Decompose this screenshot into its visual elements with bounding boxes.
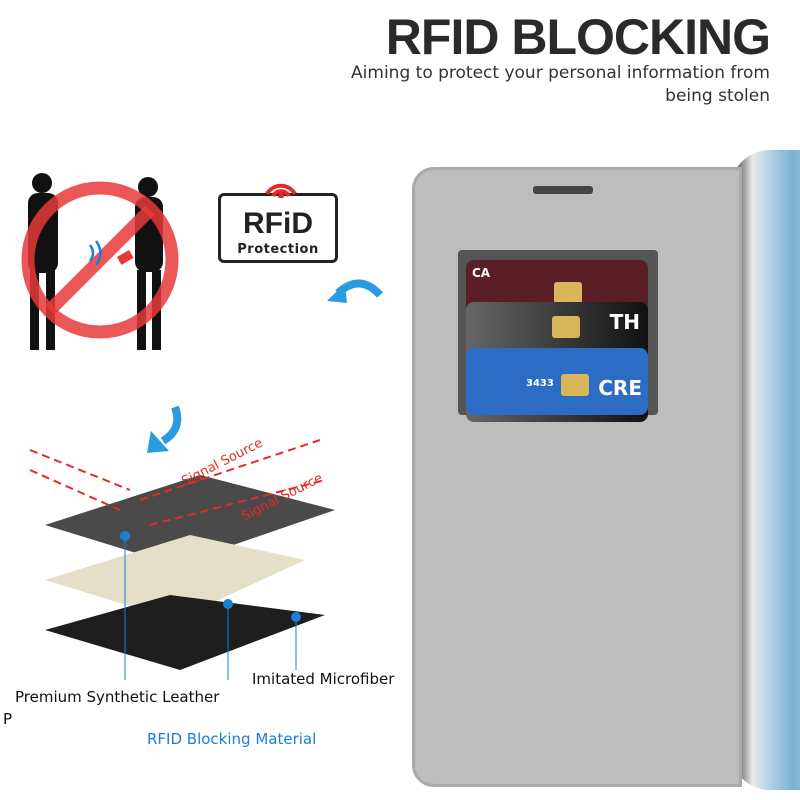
curved-arrow-left-icon bbox=[327, 279, 383, 303]
cropped-text: P bbox=[3, 710, 13, 728]
card-chip bbox=[561, 374, 589, 396]
rfid-material-label: RFID Blocking Material bbox=[147, 730, 317, 748]
page-title: RFID BLOCKING bbox=[385, 9, 771, 65]
anti-theft-illustration bbox=[21, 173, 179, 350]
card-chip bbox=[554, 282, 582, 304]
speaker-grille bbox=[533, 186, 593, 194]
card-red-text: CA bbox=[472, 266, 491, 280]
card-chip bbox=[552, 316, 580, 338]
microfiber-layer bbox=[45, 595, 325, 670]
badge-rfid-text: RFiD bbox=[243, 207, 313, 240]
prohibited-icon bbox=[21, 181, 179, 339]
card-blue-number: 3433 bbox=[526, 378, 554, 389]
signal-lines bbox=[29, 439, 326, 526]
badge-protection-text: Protection bbox=[237, 242, 319, 257]
card-blue-text: CRE bbox=[598, 376, 642, 400]
card-blue: 3433 CRE bbox=[466, 348, 648, 415]
rfid-blocking-layer bbox=[45, 535, 305, 620]
card-black-text: TH bbox=[609, 310, 640, 334]
premium-leather-label: Premium Synthetic Leather bbox=[15, 688, 220, 706]
curved-arrow-down-icon bbox=[147, 405, 182, 453]
rfid-protection-badge: RFiD Protection bbox=[218, 183, 338, 263]
leather-layer bbox=[45, 475, 335, 565]
material-layers-diagram bbox=[29, 439, 335, 680]
card-slot-window: CA TH 3433 CRE bbox=[458, 250, 658, 422]
subtitle: Aiming to protect your personal informat… bbox=[351, 63, 770, 106]
wireless-signal-icon bbox=[265, 183, 297, 198]
microfiber-label: Imitated Microfiber bbox=[252, 670, 395, 688]
